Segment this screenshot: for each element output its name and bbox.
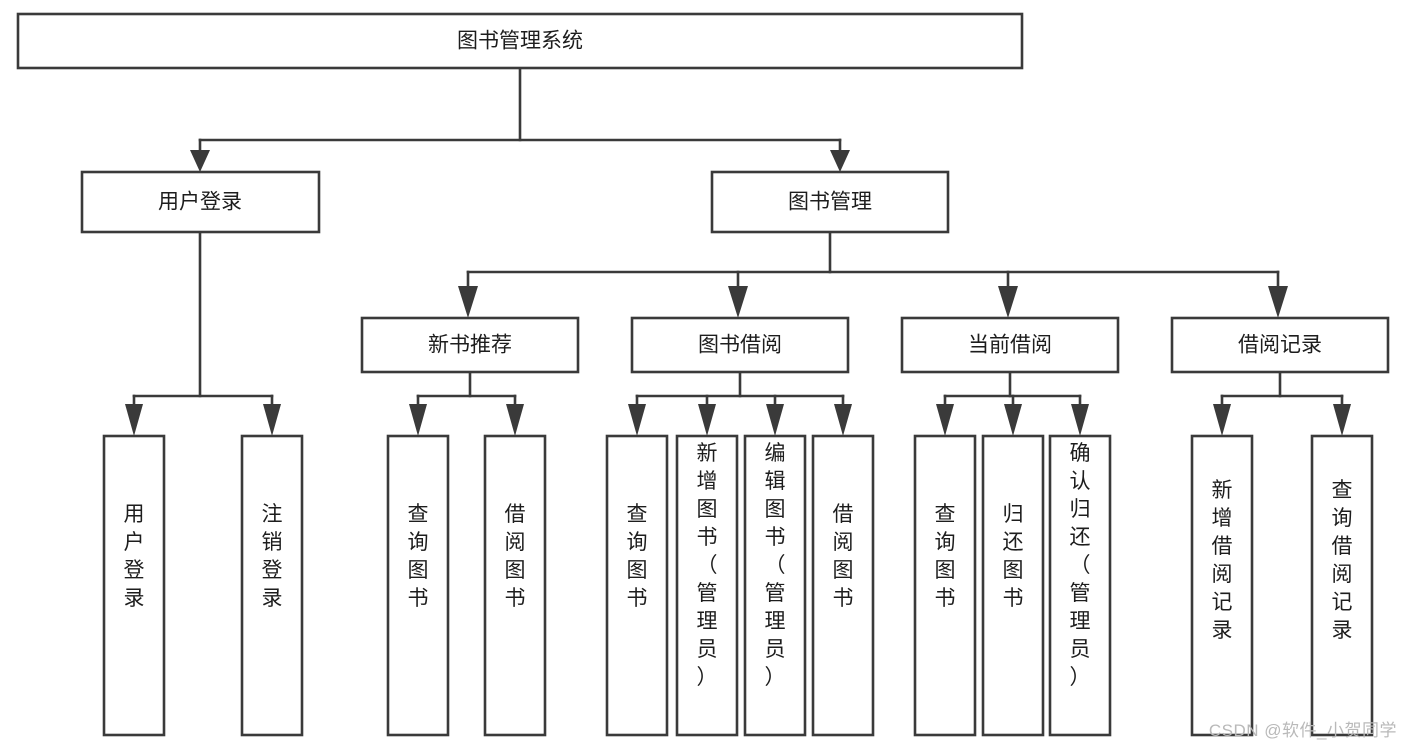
arrow-icon-br-add xyxy=(1213,404,1231,436)
arrow-icon-current-borrow xyxy=(998,286,1018,318)
leaf-node-nb-query-book[interactable]: 查询图书 xyxy=(386,434,450,737)
arrow-icon-cb-query xyxy=(936,404,954,436)
node-borrow-record-box[interactable] xyxy=(1170,316,1390,374)
node-user-login[interactable]: 用户登录 xyxy=(80,170,321,234)
node-new-book-recommend-label: 新书推荐 xyxy=(428,334,512,357)
arrow-icon-user-login xyxy=(190,150,210,172)
node-new-book-recommend[interactable]: 新书推荐 xyxy=(360,316,580,374)
connectors-user-login-to-leaves xyxy=(125,230,281,436)
leaf-node-bb-edit-book[interactable]: 编辑图书（管理员） xyxy=(743,434,807,737)
arrow-icon-cb-confirm xyxy=(1071,404,1089,436)
leaf-node-nb-borrow-book[interactable]: 借阅图书 xyxy=(483,434,547,737)
arrow-icon-bb-add xyxy=(698,404,716,436)
leaf-node-bb-add-book[interactable]: 新增图书（管理员） xyxy=(675,434,739,737)
arrow-icon-cb-return xyxy=(1004,404,1022,436)
leaf-node-br-query-record[interactable]: 查询借阅记录 xyxy=(1310,434,1374,737)
arrow-icon-borrow-book xyxy=(728,286,748,318)
arrow-icon-bb-query xyxy=(628,404,646,436)
connectors-book-mgmt-to-level3 xyxy=(458,230,1288,318)
leaf-node-br-query-record-label: 查询借阅记录 xyxy=(1332,479,1353,642)
leaf-node-cb-return-book-box[interactable] xyxy=(981,434,1045,737)
connectors-borrow-book-to-leaves xyxy=(628,370,852,436)
leaf-node-cb-query-book-label: 查询图书 xyxy=(935,503,956,610)
leaf-node-bb-query-book[interactable]: 查询图书 xyxy=(605,434,669,737)
arrow-icon-nb-borrow xyxy=(506,404,524,436)
node-current-borrow-box[interactable] xyxy=(900,316,1120,374)
node-borrow-record-label: 借阅记录 xyxy=(1238,334,1322,357)
leaf-node-cb-query-book[interactable]: 查询图书 xyxy=(913,434,977,737)
leaf-node-br-query-record-box[interactable] xyxy=(1310,434,1374,737)
arrow-icon-borrow-record xyxy=(1268,286,1288,318)
leaf-node-br-add-record[interactable]: 新增借阅记录 xyxy=(1190,434,1254,737)
node-current-borrow-label: 当前借阅 xyxy=(968,334,1052,357)
leaf-node-logout-box[interactable] xyxy=(240,434,304,737)
leaf-node-bb-edit-book-label: 编辑图书（管理员） xyxy=(765,442,786,689)
leaf-node-bb-add-book-label: 新增图书（管理员） xyxy=(697,442,718,689)
leaf-node-user-login[interactable]: 用户登录 xyxy=(102,434,166,737)
leaf-node-user-login-box[interactable] xyxy=(102,434,166,737)
leaf-node-nb-query-book-label: 查询图书 xyxy=(408,503,429,610)
leaf-node-bb-borrow-book-label: 借阅图书 xyxy=(833,503,854,610)
arrow-icon-br-query xyxy=(1333,404,1351,436)
arrow-icon-new-book xyxy=(458,286,478,318)
arrow-icon-nb-query xyxy=(409,404,427,436)
connectors-new-book-to-leaves xyxy=(409,370,524,436)
leaf-node-cb-return-book[interactable]: 归还图书 xyxy=(981,434,1045,737)
node-current-borrow[interactable]: 当前借阅 xyxy=(900,316,1120,374)
arrow-icon-bb-edit xyxy=(766,404,784,436)
node-borrow-record[interactable]: 借阅记录 xyxy=(1170,316,1390,374)
leaf-node-bb-edit-book-box[interactable] xyxy=(743,434,807,737)
leaf-node-cb-confirm-return-label: 确认归还（管理员） xyxy=(1070,442,1091,689)
leaf-node-nb-borrow-book-box[interactable] xyxy=(483,434,547,737)
node-root-system-label: 图书管理系统 xyxy=(457,30,583,53)
node-new-book-recommend-box[interactable] xyxy=(360,316,580,374)
leaf-node-bb-query-book-box[interactable] xyxy=(605,434,669,737)
node-book-borrow-label: 图书借阅 xyxy=(698,334,782,357)
node-book-borrow-box[interactable] xyxy=(630,316,850,374)
leaf-node-cb-return-book-label: 归还图书 xyxy=(1003,503,1024,610)
node-book-management[interactable]: 图书管理 xyxy=(710,170,950,234)
node-book-management-box[interactable] xyxy=(710,170,950,234)
leaf-node-nb-borrow-book-label: 借阅图书 xyxy=(505,503,526,610)
leaf-node-br-add-record-label: 新增借阅记录 xyxy=(1212,479,1233,642)
arrow-icon-book-mgmt xyxy=(830,150,850,172)
leaf-node-logout-label: 注销登录 xyxy=(262,503,283,610)
node-user-login-box[interactable] xyxy=(80,170,321,234)
node-book-borrow[interactable]: 图书借阅 xyxy=(630,316,850,374)
arrow-icon-leaf-user-login xyxy=(125,404,143,436)
node-book-management-label: 图书管理 xyxy=(788,191,872,214)
leaf-node-bb-borrow-book-box[interactable] xyxy=(811,434,875,737)
node-root-system[interactable]: 图书管理系统 xyxy=(16,12,1024,70)
leaf-node-bb-borrow-book[interactable]: 借阅图书 xyxy=(811,434,875,737)
node-root-system-box[interactable] xyxy=(16,12,1024,70)
arrow-icon-bb-borrow xyxy=(834,404,852,436)
connectors-current-borrow-to-leaves xyxy=(936,370,1089,436)
leaf-node-cb-confirm-return-box[interactable] xyxy=(1048,434,1112,737)
leaf-node-cb-query-book-box[interactable] xyxy=(913,434,977,737)
leaf-node-bb-query-book-label: 查询图书 xyxy=(627,503,648,610)
connectors-root-to-level2 xyxy=(190,66,850,172)
leaf-node-logout[interactable]: 注销登录 xyxy=(240,434,304,737)
leaf-node-user-login-label: 用户登录 xyxy=(124,503,145,610)
leaf-node-bb-add-book-box[interactable] xyxy=(675,434,739,737)
leaf-node-br-add-record-box[interactable] xyxy=(1190,434,1254,737)
leaf-node-cb-confirm-return[interactable]: 确认归还（管理员） xyxy=(1048,434,1112,737)
connectors-borrow-record-to-leaves xyxy=(1213,370,1351,436)
csdn-watermark: CSDN @软件_小贺同学 xyxy=(1208,721,1397,740)
arrow-icon-leaf-logout xyxy=(263,404,281,436)
leaf-node-nb-query-book-box[interactable] xyxy=(386,434,450,737)
node-user-login-label: 用户登录 xyxy=(158,191,242,214)
